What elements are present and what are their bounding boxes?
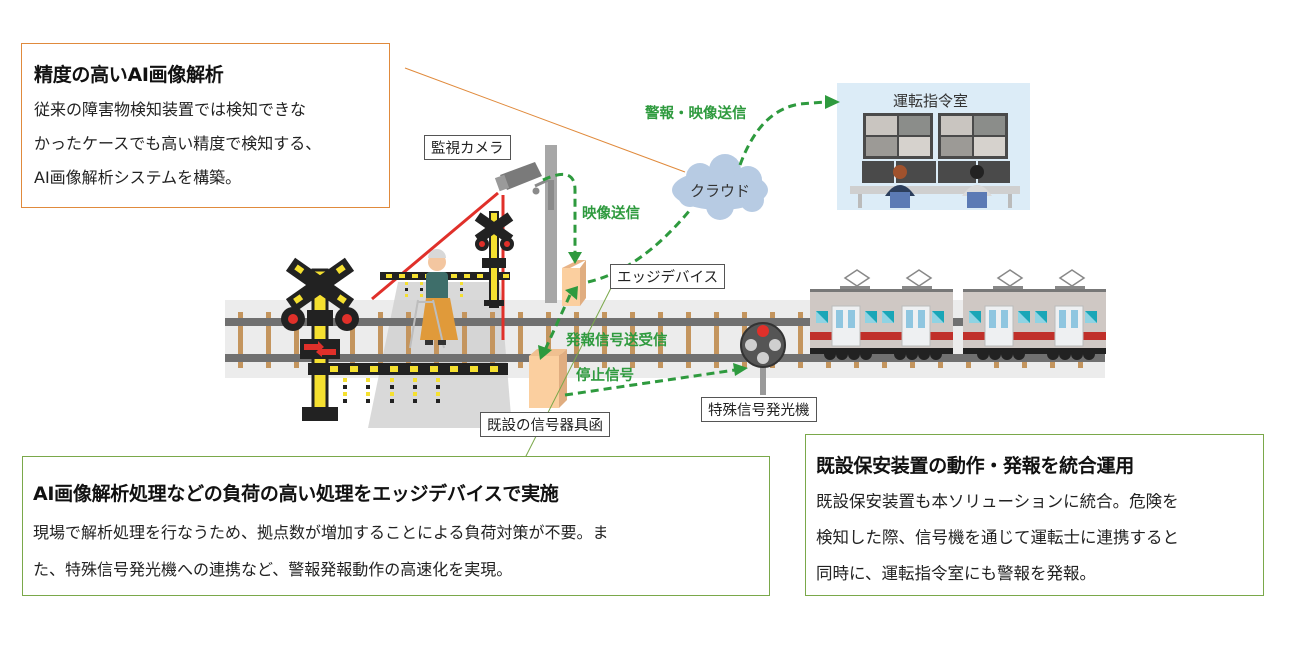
gate-light bbox=[470, 366, 478, 372]
gate-light bbox=[390, 366, 398, 372]
rail-tie bbox=[294, 312, 299, 368]
flow-stop-signal bbox=[564, 368, 736, 397]
rail-top bbox=[225, 318, 1105, 326]
signal-equipment-box bbox=[529, 349, 567, 408]
pedestrian-with-walker bbox=[409, 249, 458, 349]
camera-view-line-left bbox=[371, 191, 499, 301]
signal-box-label: 既設の信号器具函 bbox=[480, 412, 610, 437]
gate-light bbox=[430, 366, 438, 372]
rail-tie bbox=[630, 312, 635, 368]
ai-analysis-line: AI画像解析システムを構築。 bbox=[34, 168, 242, 187]
video-send-label: 映像送信 bbox=[582, 206, 640, 222]
cloud-label: クラウド bbox=[690, 182, 751, 200]
special-signal-label: 特殊信号発光機 bbox=[701, 397, 817, 422]
ai-analysis-callout: 精度の高いAI画像解析 従来の障害物検知装置では検知できな かったケースでも高い… bbox=[21, 43, 390, 208]
surveillance-camera-icon bbox=[494, 162, 549, 195]
gate-light bbox=[477, 274, 483, 278]
gate-light bbox=[412, 274, 418, 278]
gate-light bbox=[464, 274, 470, 278]
rail-tie bbox=[574, 312, 579, 368]
edge-device-box bbox=[562, 260, 586, 306]
rail-tie bbox=[266, 312, 271, 368]
arrowhead-icon bbox=[825, 95, 840, 109]
integration-callout: 既設保安装置の動作・発報を統合運用 既設保安装置も本ソリューションに統合。危険を… bbox=[805, 434, 1264, 596]
train-car bbox=[810, 269, 953, 360]
special-signal-light bbox=[740, 322, 786, 395]
far-crossing-signal bbox=[474, 211, 514, 308]
rail-tie bbox=[490, 312, 495, 368]
integration-line: 検知した際、信号機を通じて運転士に連携すると bbox=[816, 528, 1179, 547]
edge-processing-line: 現場で解析処理を行なうため、拠点数が増加することによる負荷対策が不要。ま bbox=[33, 523, 609, 542]
alert-video-send-label: 警報・映像送信 bbox=[645, 106, 747, 122]
rail-tie bbox=[686, 312, 691, 368]
ai-analysis-line: 従来の障害物検知装置では検知できな bbox=[34, 100, 307, 119]
alarm-signal-label: 発報信号送受信 bbox=[566, 333, 668, 349]
leader-line-ai bbox=[404, 67, 686, 173]
rail-tie bbox=[378, 312, 383, 368]
flow-alarm-signal bbox=[543, 294, 572, 351]
gate-light bbox=[330, 366, 338, 372]
rail-tie bbox=[518, 312, 523, 368]
integration-title: 既設保安装置の動作・発報を統合運用 bbox=[816, 455, 1134, 477]
rail-tie bbox=[798, 312, 803, 368]
rail-tie bbox=[350, 312, 355, 368]
edge-processing-line: た、特殊信号発光機への連携など、警報発報動作の高速化を実現。 bbox=[33, 560, 513, 579]
edge-processing-callout: AI画像解析処理などの負荷の高い処理をエッジデバイスで実施 現場で解析処理を行な… bbox=[22, 456, 770, 596]
arrowhead-icon bbox=[565, 286, 578, 300]
near-crossing-signal bbox=[281, 257, 359, 421]
edge-processing-title: AI画像解析処理などの負荷の高い処理をエッジデバイスで実施 bbox=[33, 483, 559, 505]
gate-light bbox=[410, 366, 418, 372]
flow-video-send bbox=[542, 172, 577, 252]
camera-pole bbox=[545, 145, 557, 303]
rail-tie bbox=[238, 312, 243, 368]
ai-analysis-title: 精度の高いAI画像解析 bbox=[34, 64, 224, 86]
edge-device-label: エッジデバイス bbox=[610, 264, 726, 289]
rail-bottom bbox=[225, 354, 1105, 362]
gate-light bbox=[490, 366, 498, 372]
control-room-label: 運転指令室 bbox=[893, 92, 969, 110]
integration-line: 既設保安装置も本ソリューションに統合。危険を bbox=[816, 492, 1179, 511]
camera-label: 監視カメラ bbox=[424, 135, 511, 160]
flow-alert-video-send bbox=[738, 100, 826, 166]
stop-signal-label: 停止信号 bbox=[576, 368, 634, 384]
cloud-icon bbox=[672, 154, 768, 220]
rail-tie bbox=[546, 312, 551, 368]
rail-tie bbox=[462, 312, 467, 368]
control-room-illustration bbox=[837, 83, 1030, 210]
gate-light bbox=[386, 274, 392, 278]
arrowhead-icon bbox=[733, 363, 748, 376]
rail-tie bbox=[714, 312, 719, 368]
gate-light bbox=[450, 366, 458, 372]
gate-light bbox=[370, 366, 378, 372]
gate-light bbox=[350, 366, 358, 372]
ai-analysis-line: かったケースでも高い精度で検知する、 bbox=[34, 134, 322, 153]
train bbox=[810, 269, 1106, 360]
rail-tie bbox=[406, 312, 411, 368]
arrowhead-icon bbox=[538, 345, 552, 360]
gate-light bbox=[503, 274, 509, 278]
flow-edge-to-cloud bbox=[587, 209, 692, 284]
gate-light bbox=[399, 274, 405, 278]
rail-tie bbox=[658, 312, 663, 368]
train-car bbox=[963, 269, 1106, 360]
integration-line: 同時に、運転指令室にも警報を発報。 bbox=[816, 564, 1097, 583]
gate-light bbox=[451, 274, 457, 278]
arrowhead-icon bbox=[568, 252, 582, 264]
rail-tie bbox=[602, 312, 607, 368]
